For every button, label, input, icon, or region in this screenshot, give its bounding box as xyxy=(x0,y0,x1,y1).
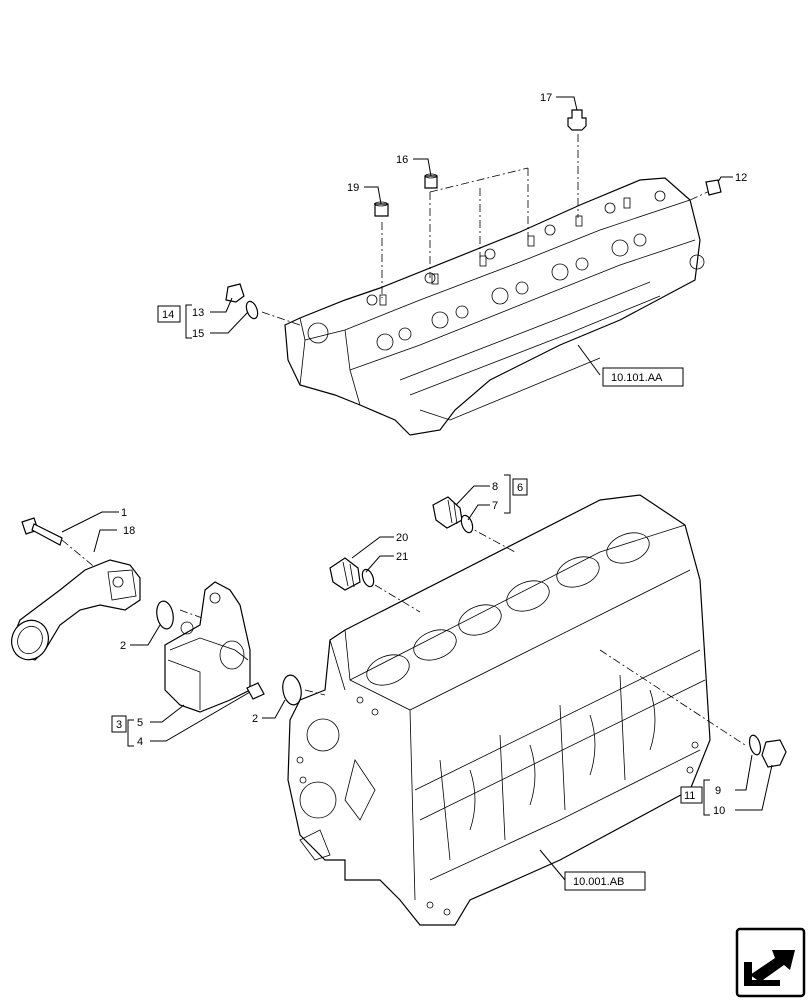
boxed-callout-6[interactable]: 6 xyxy=(512,478,528,496)
callout-brackets xyxy=(127,304,710,816)
svg-text:6: 6 xyxy=(517,482,523,494)
seal-2b xyxy=(282,674,302,706)
next-page-arrow-icon[interactable] xyxy=(735,927,806,998)
callout-12: 12 xyxy=(735,172,747,184)
seal-21 xyxy=(361,568,375,588)
outlet-elbow-18 xyxy=(11,559,141,661)
plug-13 xyxy=(225,283,245,303)
callout-15: 15 xyxy=(192,328,204,340)
callout-7: 7 xyxy=(492,500,498,512)
boxed-callout-14[interactable]: 14 xyxy=(157,305,181,323)
callout-9: 9 xyxy=(715,785,721,797)
callout-21: 21 xyxy=(396,551,408,563)
callout-20: 20 xyxy=(396,532,408,544)
callout-8: 8 xyxy=(492,481,498,493)
boxed-callout-3[interactable]: 3 xyxy=(111,715,127,733)
plug-8 xyxy=(432,496,463,529)
svg-text:14: 14 xyxy=(162,309,174,321)
plug-12 xyxy=(705,179,722,196)
reference-cylinder-head[interactable]: 10.101.AA xyxy=(602,367,684,387)
plug-19 xyxy=(374,201,389,217)
callout-13: 13 xyxy=(192,307,204,319)
callout-10: 10 xyxy=(713,805,725,817)
svg-text:11: 11 xyxy=(684,790,695,802)
callout-17: 17 xyxy=(540,92,552,104)
callout-5: 5 xyxy=(137,717,143,729)
reference-engine-block[interactable]: 10.001.AB xyxy=(564,871,646,891)
callout-18: 18 xyxy=(123,525,135,537)
callout-2b: 2 xyxy=(252,713,258,725)
seal-2a xyxy=(156,600,174,630)
svg-text:3: 3 xyxy=(116,719,122,731)
plug-16 xyxy=(424,173,438,189)
callout-2a: 2 xyxy=(120,640,126,652)
svg-text:10.001.AB: 10.001.AB xyxy=(573,876,624,888)
svg-text:10.101.AA: 10.101.AA xyxy=(611,372,663,384)
thermostat-housing-5 xyxy=(164,581,251,713)
callout-1: 1 xyxy=(121,507,127,519)
screw-4 xyxy=(246,682,265,700)
cylinder-head xyxy=(284,177,705,436)
plug-10 xyxy=(761,739,787,768)
boxed-callout-11[interactable]: 11 xyxy=(680,786,703,804)
seal-15 xyxy=(245,300,259,320)
callout-labels: 17 16 19 12 13 15 1 18 2 5 4 2 8 7 20 21… xyxy=(120,92,747,817)
plug-17 xyxy=(567,109,587,131)
seal-9 xyxy=(748,734,762,756)
callout-19: 19 xyxy=(347,182,359,194)
leader-lines xyxy=(61,96,773,881)
bolt-1 xyxy=(21,517,63,546)
callout-4: 4 xyxy=(137,736,143,748)
plug-20 xyxy=(329,557,361,591)
seal-7 xyxy=(460,514,474,534)
engine-block xyxy=(287,494,711,926)
callout-16: 16 xyxy=(396,154,408,166)
